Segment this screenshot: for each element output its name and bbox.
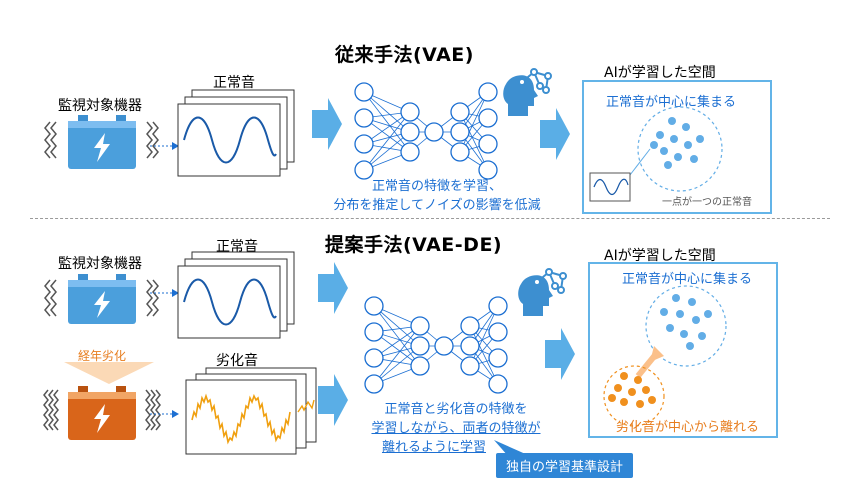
bottom-caption-line1: 正常音と劣化音の特徴を [384,402,528,417]
top-cluster [589,106,723,202]
bottom-battery-icon [44,274,159,324]
top-title: 従来手法(VAE) [335,44,474,66]
vibration-icon [44,121,159,159]
top-caption-line1: 正常音の特徴を学習、 [371,179,502,194]
bottom-connector-arrow-1 [150,289,179,297]
aging-down-arrow [64,362,154,384]
section-divider [30,218,830,219]
top-battery-icon [44,115,159,169]
bottom-caption: 正常音と劣化音の特徴を 学習しながら、両者の特徴が 離れるように学習 [336,400,576,457]
lightning-icon [94,291,110,318]
bottom-neural-network-icon [364,296,508,394]
bottom-ai-head-icon [518,268,567,316]
bottom-signal-label: 正常音 [216,239,258,255]
bottom-caption-line3: 離れるように学習 [381,440,486,455]
bottom-arrow-right-icon-3 [545,328,575,380]
top-arrow-right-icon-2 [540,108,570,160]
top-ai-head-icon [503,68,552,116]
tag-pointer [494,440,530,456]
top-caption-line2: 分布を推定してノイズの影響を低減 [333,198,541,213]
top-device-label: 監視対象機器 [58,98,142,114]
degraded-battery-icon [43,386,161,440]
bottom-space-center-label: 正常音が中心に集まる [622,272,753,287]
bottom-clusters [603,285,727,427]
top-caption: 正常音の特徴を学習、 分布を推定してノイズの影響を低減 [322,177,552,215]
top-space-note: 一点が一つの正常音 [662,197,752,208]
bottom-title: 提案手法(VAE-DE) [325,234,503,256]
top-space-title: AIが学習した空間 [604,65,716,81]
degraded-signal-label: 劣化音 [216,353,258,369]
vibration-icon [43,389,161,431]
top-space-center-label: 正常音が中心に集まる [606,95,737,110]
bottom-arrow-right-icon-1 [318,262,348,314]
top-neural-network-icon [354,82,498,180]
top-arrow-right-icon [312,98,342,150]
bottom-arrow-right-icon-2 [318,374,348,426]
bottom-space-title: AIが学習した空間 [604,248,716,264]
lightning-icon [94,133,110,162]
aging-label: 経年劣化 [78,349,127,363]
bottom-device-label: 監視対象機器 [58,256,142,272]
bottom-space-box [588,262,778,438]
vibration-icon [44,279,159,317]
top-connector-arrow [150,142,179,150]
unique-criterion-tag: 独自の学習基準設計 [496,453,634,478]
degraded-waveform-stack [185,367,317,455]
bottom-connector-arrow-2 [150,410,179,418]
bottom-normal-waveform-stack [177,251,295,339]
top-normal-waveform-stack [177,89,295,177]
bottom-caption-line2: 学習しながら、両者の特徴が [371,421,541,436]
lightning-icon [94,404,110,433]
top-signal-label: 正常音 [213,75,255,91]
bottom-space-far-label: 劣化音が中心から離れる [616,420,760,435]
